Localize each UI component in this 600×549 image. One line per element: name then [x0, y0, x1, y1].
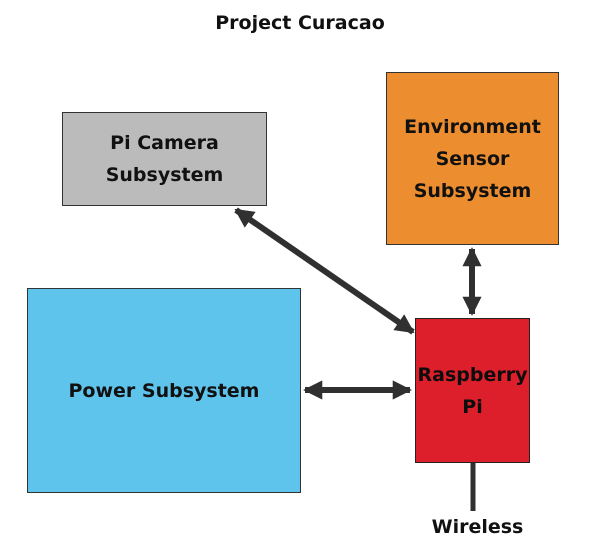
- camera-pi-arrow: [234, 207, 415, 335]
- wireless-label: Wireless: [431, 516, 524, 538]
- raspberry-pi-block: Raspberry Pi: [415, 318, 530, 463]
- diagram-title: Project Curacao: [215, 12, 385, 34]
- environment-sensor-subsystem-block: Environment Sensor Subsystem: [386, 72, 559, 245]
- pi-camera-subsystem-block: Pi Camera Subsystem: [62, 112, 267, 206]
- pi-camera-subsystem-label: Pi Camera Subsystem: [105, 132, 224, 186]
- environment-sensor-subsystem-label: Environment Sensor Subsystem: [404, 115, 541, 202]
- power-subsystem-block: Power Subsystem: [27, 288, 301, 493]
- raspberry-pi-label: Raspberry Pi: [417, 363, 528, 418]
- power-subsystem-label: Power Subsystem: [68, 379, 260, 402]
